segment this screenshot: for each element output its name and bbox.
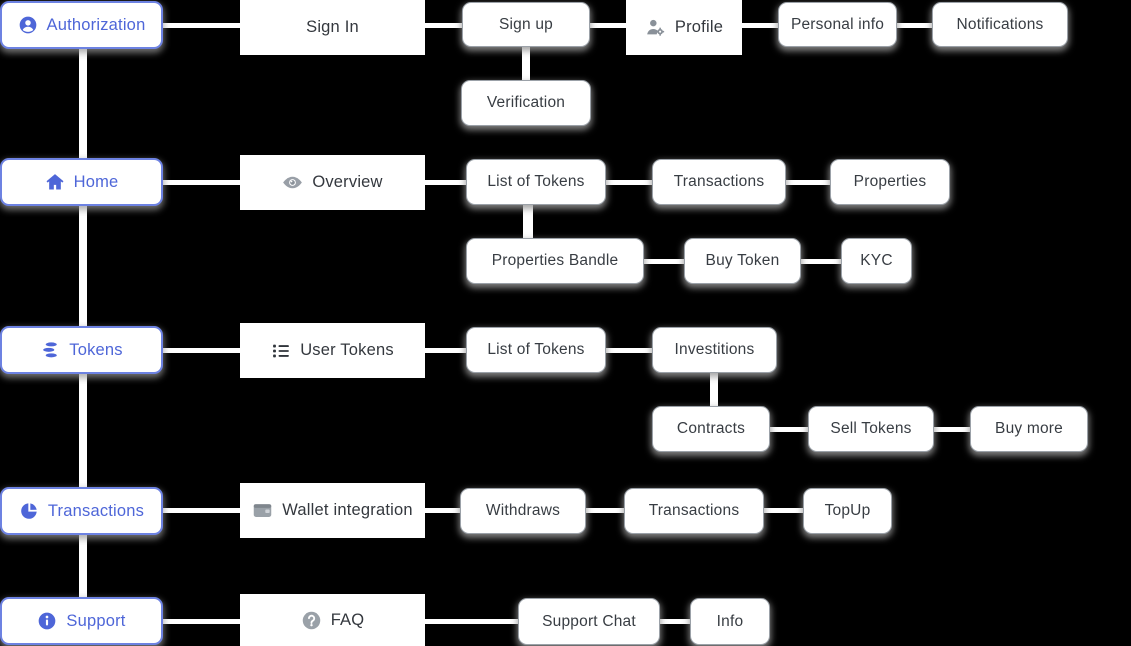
node-label: Buy more xyxy=(995,420,1063,437)
node-investitions[interactable]: Investitions xyxy=(652,327,777,373)
node-kyc[interactable]: KYC xyxy=(841,238,912,284)
connector-line xyxy=(425,348,466,353)
node-label: Properties Bandle xyxy=(491,252,619,269)
node-label: Tokens xyxy=(69,340,123,359)
connector-line xyxy=(764,508,803,513)
node-label: Transactions xyxy=(648,502,740,519)
node-label: List of Tokens xyxy=(487,173,585,190)
node-label: Transactions xyxy=(673,173,765,190)
node-personal-info[interactable]: Personal info xyxy=(778,2,897,47)
connector-line xyxy=(590,23,626,28)
node-notifications[interactable]: Notifications xyxy=(932,2,1068,47)
connector-line xyxy=(644,259,684,264)
node-wallet-integration[interactable]: Wallet integration xyxy=(240,483,425,538)
node-transactions-nav[interactable]: Transactions xyxy=(0,487,163,535)
node-label: FAQ xyxy=(330,610,365,629)
connector-line xyxy=(606,180,652,185)
node-label: Properties xyxy=(853,173,927,190)
node-label: Investitions xyxy=(674,341,755,358)
node-label: Overview xyxy=(312,173,383,191)
node-list-of-tokens-tokens[interactable]: List of Tokens xyxy=(466,327,606,373)
connector-line xyxy=(606,348,652,353)
node-sign-in[interactable]: Sign In xyxy=(240,0,425,55)
connector-line xyxy=(425,508,460,513)
node-label: Home xyxy=(73,172,119,191)
node-label: Sell Tokens xyxy=(830,420,912,437)
node-label: Verification xyxy=(486,94,566,111)
node-label: Wallet integration xyxy=(282,501,413,519)
node-overview[interactable]: Overview xyxy=(240,155,425,210)
node-label: Transactions xyxy=(47,501,145,520)
node-label: Withdraws xyxy=(485,502,561,519)
connector-line xyxy=(163,180,240,185)
connector-line xyxy=(163,23,240,28)
list-icon xyxy=(271,341,291,361)
node-user-tokens[interactable]: User Tokens xyxy=(240,323,425,378)
connector-line xyxy=(163,619,240,624)
connector-line xyxy=(79,25,87,621)
user-circle-icon xyxy=(18,15,38,35)
connector-line xyxy=(801,259,841,264)
connector-line xyxy=(522,47,530,81)
node-buy-more[interactable]: Buy more xyxy=(970,406,1088,452)
node-info[interactable]: Info xyxy=(690,598,770,645)
connector-line xyxy=(742,23,778,28)
node-authorization[interactable]: Authorization xyxy=(0,1,163,49)
node-label: User Tokens xyxy=(300,341,394,359)
node-label: Contracts xyxy=(676,420,746,437)
node-label: Authorization xyxy=(46,15,146,34)
node-home[interactable]: Home xyxy=(0,158,163,206)
node-label: TopUp xyxy=(824,502,871,519)
node-sell-tokens[interactable]: Sell Tokens xyxy=(808,406,934,452)
pie-chart-icon xyxy=(19,501,39,521)
node-label: Profile xyxy=(674,18,724,36)
node-support-chat[interactable]: Support Chat xyxy=(518,598,660,645)
node-support[interactable]: Support xyxy=(0,597,163,645)
connector-line xyxy=(586,508,624,513)
node-label: Support Chat xyxy=(542,612,636,630)
node-profile[interactable]: Profile xyxy=(626,0,742,55)
user-gear-icon xyxy=(645,17,666,38)
connector-line xyxy=(163,348,240,353)
connector-line xyxy=(660,619,690,624)
wallet-icon xyxy=(252,500,273,521)
eye-icon xyxy=(282,172,303,193)
node-label: Sign In xyxy=(306,18,359,36)
node-label: Notifications xyxy=(956,15,1044,33)
node-topup[interactable]: TopUp xyxy=(803,488,892,534)
connector-line xyxy=(710,372,718,407)
connector-line xyxy=(163,508,240,513)
node-label: Sign up xyxy=(499,15,553,33)
node-withdraws[interactable]: Withdraws xyxy=(460,488,586,534)
node-label: List of Tokens xyxy=(487,341,585,358)
node-contracts[interactable]: Contracts xyxy=(652,406,770,452)
node-faq[interactable]: FAQ xyxy=(240,594,425,646)
home-icon xyxy=(45,172,65,192)
connector-line xyxy=(425,619,518,624)
node-tokens[interactable]: Tokens xyxy=(0,326,163,374)
info-circle-icon xyxy=(37,611,57,631)
node-list-of-tokens-home[interactable]: List of Tokens xyxy=(466,159,606,205)
node-buy-token[interactable]: Buy Token xyxy=(684,238,801,284)
coins-icon xyxy=(40,340,60,360)
node-label: KYC xyxy=(860,252,893,269)
node-label: Support xyxy=(66,611,126,630)
node-label: Info xyxy=(716,612,744,630)
node-properties-bandle[interactable]: Properties Bandle xyxy=(466,238,644,284)
node-sign-up[interactable]: Sign up xyxy=(462,2,590,47)
connector-line xyxy=(425,23,462,28)
connector-line xyxy=(425,180,466,185)
node-properties[interactable]: Properties xyxy=(830,159,950,205)
node-label: Buy Token xyxy=(705,252,780,269)
node-verification[interactable]: Verification xyxy=(461,80,591,126)
node-transactions-home[interactable]: Transactions xyxy=(652,159,786,205)
question-circle-icon xyxy=(301,610,322,631)
connector-line xyxy=(897,23,932,28)
connector-line xyxy=(523,204,533,239)
connector-line xyxy=(770,427,808,432)
node-label: Personal info xyxy=(790,15,885,33)
node-transactions-wallet[interactable]: Transactions xyxy=(624,488,764,534)
connector-line xyxy=(786,180,830,185)
connector-line xyxy=(934,427,970,432)
